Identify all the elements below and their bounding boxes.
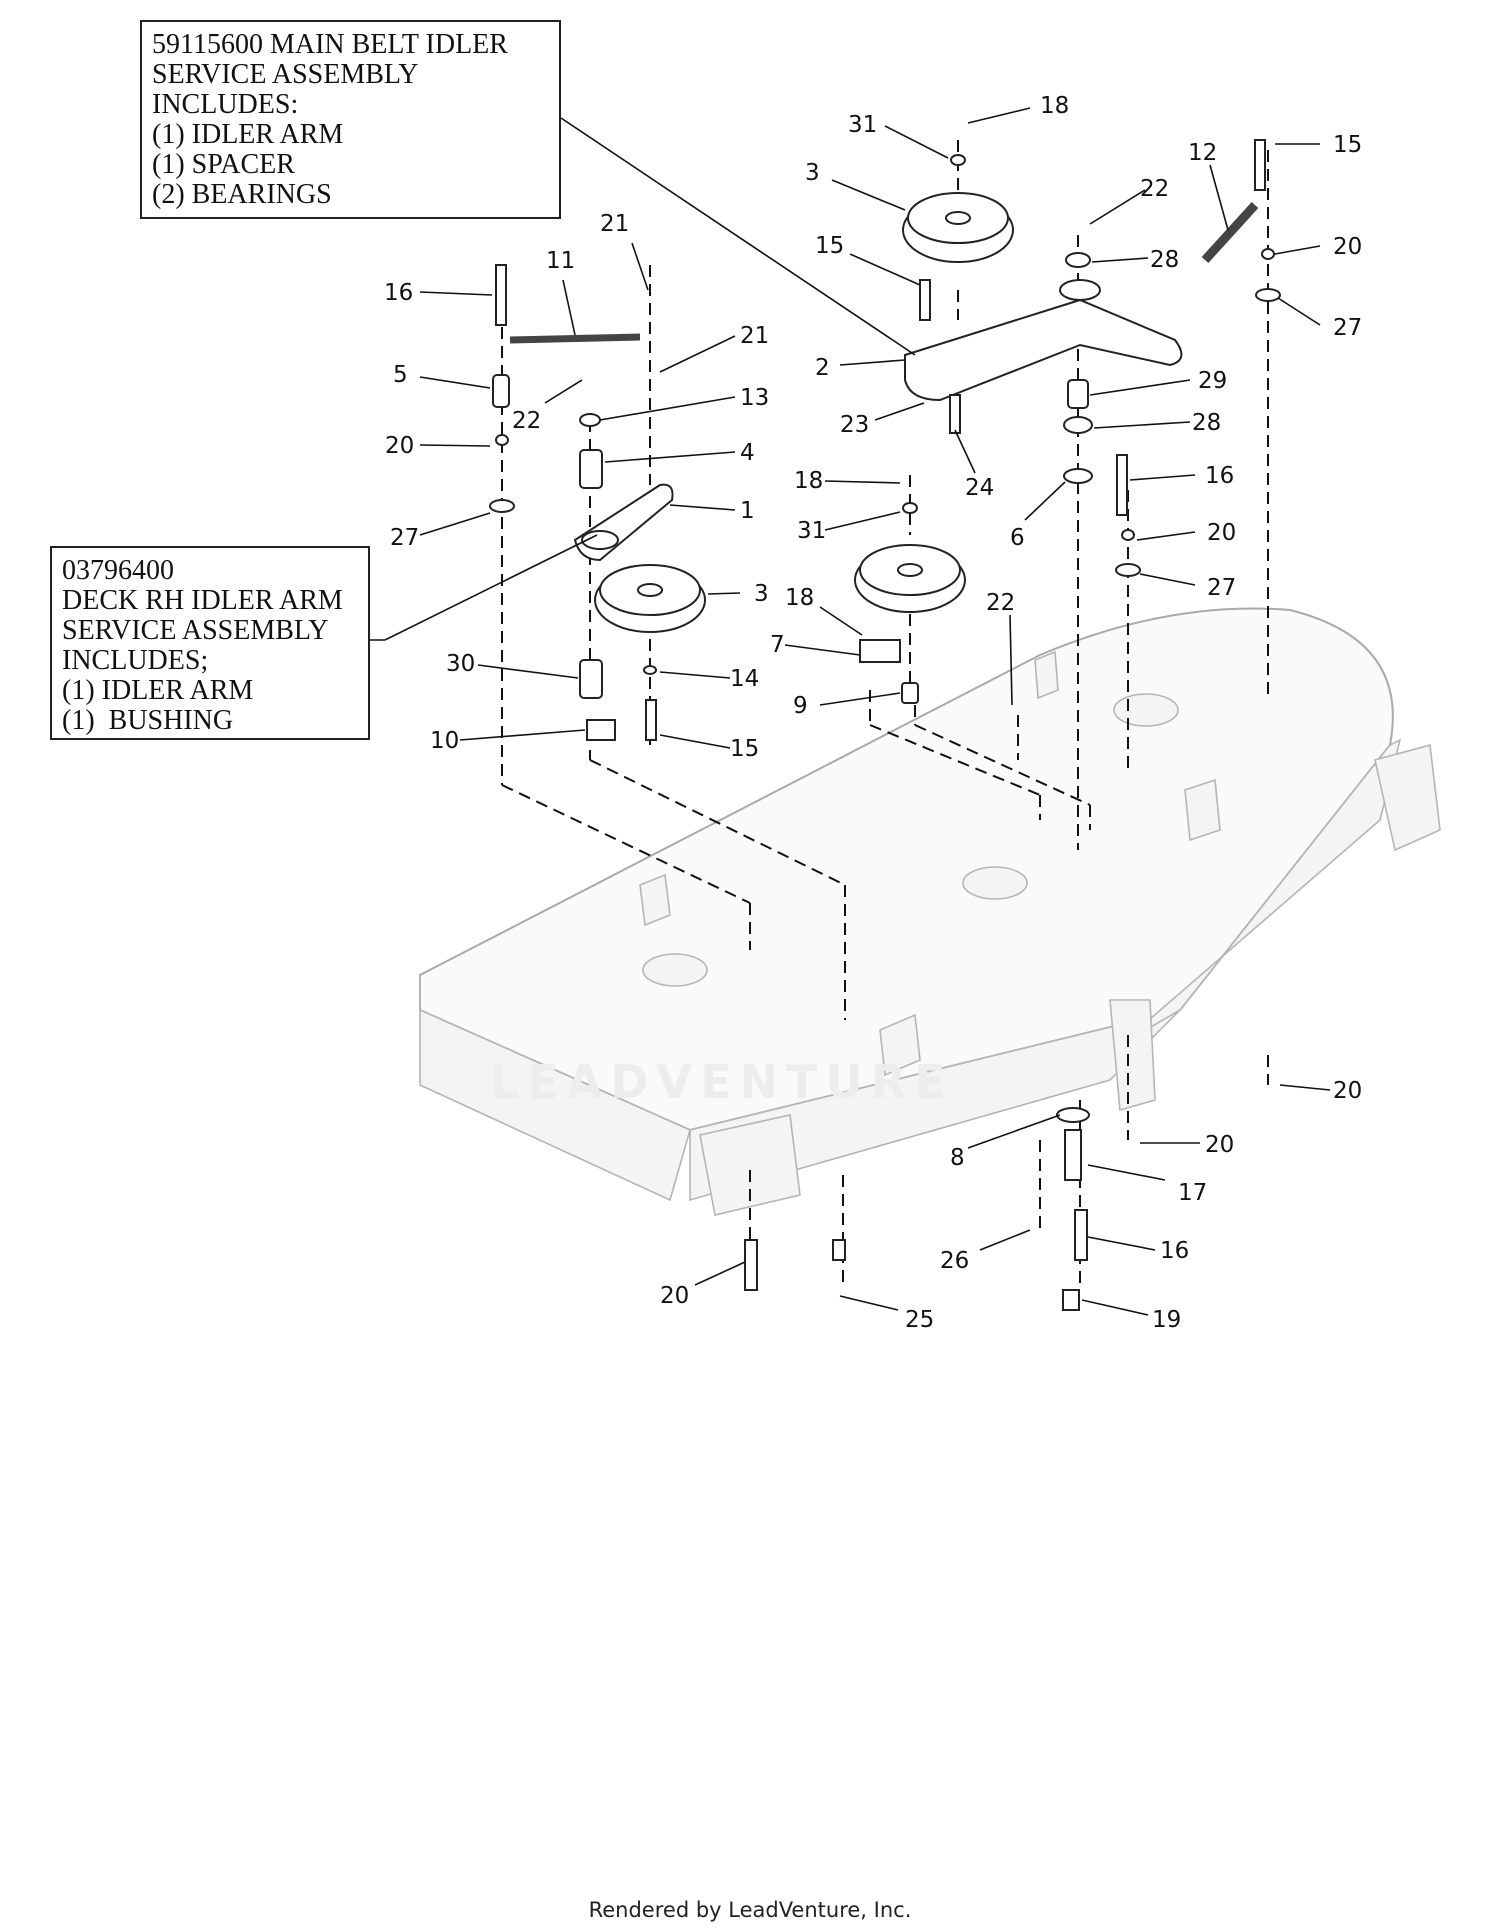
part-label: 16: [1205, 463, 1234, 489]
part-label: 15: [815, 233, 844, 259]
part-label: 22: [512, 408, 541, 434]
part-label: 31: [848, 112, 877, 138]
part-label: 18: [785, 585, 814, 611]
callout-line: (1) SPACER: [152, 149, 295, 180]
part-label: 1: [740, 498, 755, 524]
part-label: 21: [600, 211, 629, 237]
callout-line: (1) IDLER ARM: [62, 675, 254, 706]
part-label: 18: [794, 468, 823, 494]
mower-deck: [419, 607, 1441, 1216]
part-label: 2: [815, 355, 830, 381]
part-label: 10: [430, 728, 459, 754]
callout-leaders: [370, 117, 916, 641]
part-label: 27: [390, 525, 419, 551]
part-label: 16: [1160, 1238, 1189, 1264]
part-label: 20: [1333, 234, 1362, 260]
part-label: 28: [1192, 410, 1221, 436]
part-label: 22: [1140, 176, 1169, 202]
callout-line: (1) IDLER ARM: [152, 119, 344, 150]
callout-line: (1) BUSHING: [62, 705, 234, 736]
part-label: 20: [1205, 1132, 1234, 1158]
part-label: 11: [546, 248, 575, 274]
part-label: 30: [446, 651, 475, 677]
callout-rh-idler-arm: 03796400 DECK RH IDLER ARM SERVICE ASSEM…: [50, 546, 370, 740]
part-label: 29: [1198, 368, 1227, 394]
part-label: 3: [754, 581, 769, 607]
part-label: 14: [730, 666, 759, 692]
part-label: 17: [1178, 1180, 1207, 1206]
part-label: 7: [770, 632, 785, 658]
callout-line: DECK RH IDLER ARM: [62, 585, 343, 616]
part-label: 16: [384, 280, 413, 306]
part-label: 4: [740, 440, 755, 466]
part-label: 8: [950, 1145, 965, 1171]
part-label: 27: [1333, 315, 1362, 341]
part-label: 22: [986, 590, 1015, 616]
part-label: 15: [730, 736, 759, 762]
part-label: 20: [1207, 520, 1236, 546]
part-label: 5: [393, 362, 408, 388]
part-label: 18: [1040, 93, 1069, 119]
part-label: 3: [805, 160, 820, 186]
part-label: 13: [740, 385, 769, 411]
callout-line: 03796400: [62, 555, 174, 586]
callout-line: SERVICE ASSEMBLY: [152, 59, 419, 90]
part-label: 20: [660, 1283, 689, 1309]
footer-credit: Rendered by LeadVenture, Inc.: [588, 1898, 912, 1922]
callout-line: SERVICE ASSEMBLY: [62, 615, 329, 646]
callout-line: (2) BEARINGS: [152, 179, 332, 210]
callout-main-belt-idler: 59115600 MAIN BELT IDLER SERVICE ASSEMBL…: [140, 20, 561, 219]
callout-line: INCLUDES;: [62, 645, 209, 676]
part-label: 21: [740, 323, 769, 349]
part-labels: 18 31 3 15 22 28 12 15 20 27 21 11 16 21…: [384, 93, 1362, 1333]
label-leaders: [419, 107, 1331, 1316]
part-label: 12: [1188, 140, 1217, 166]
part-label: 31: [797, 518, 826, 544]
part-label: 25: [905, 1307, 934, 1333]
parts: [489, 139, 1281, 1311]
part-label: 27: [1207, 575, 1236, 601]
part-label: 23: [840, 412, 869, 438]
part-label: 28: [1150, 247, 1179, 273]
part-label: 26: [940, 1248, 969, 1274]
part-label: 6: [1010, 525, 1025, 551]
watermark: LEADVENTURE: [490, 1055, 954, 1109]
callout-line: INCLUDES:: [152, 89, 299, 120]
part-label: 15: [1333, 132, 1362, 158]
part-label: 20: [385, 433, 414, 459]
part-label: 24: [965, 475, 994, 501]
part-label: 9: [793, 693, 808, 719]
part-label: 20: [1333, 1078, 1362, 1104]
part-label: 19: [1152, 1307, 1181, 1333]
callout-line: 59115600 MAIN BELT IDLER: [152, 29, 508, 60]
